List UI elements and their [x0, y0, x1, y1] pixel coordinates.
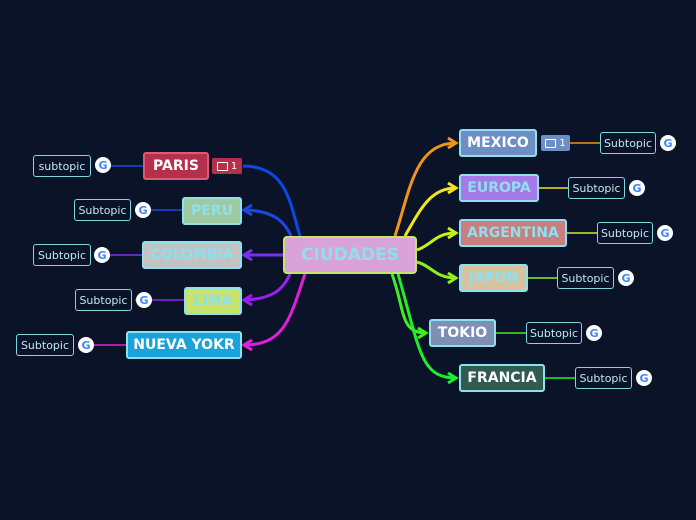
topic-francia[interactable]: FRANCIA: [459, 364, 545, 392]
comment-badge-paris[interactable]: 1: [212, 158, 242, 174]
topic-argentina-label: ARGENTINA: [467, 225, 559, 241]
topic-colombia[interactable]: COLOMBIA: [142, 241, 242, 269]
subtopic-francia[interactable]: Subtopic: [575, 367, 632, 389]
google-search-icon[interactable]: G: [629, 180, 645, 196]
central-topic[interactable]: CIUDADES: [283, 236, 417, 274]
subtopic-label: Subtopic: [79, 293, 128, 307]
topic-lima-label: LIMA: [193, 293, 233, 309]
google-search-icon[interactable]: G: [95, 157, 111, 173]
subtopic-mexico[interactable]: Subtopic: [600, 132, 656, 154]
topic-europa[interactable]: EUROPA: [459, 174, 539, 202]
subtopic-label: Subtopic: [579, 371, 628, 385]
topic-mexico[interactable]: MEXICO: [459, 129, 537, 157]
topic-nueva-yokr-label: NUEVA YOKR: [133, 337, 235, 353]
subtopic-label: Subtopic: [37, 248, 87, 262]
subtopic-nueva-yokr[interactable]: Subtopic: [16, 334, 74, 356]
topic-japon[interactable]: JAPON: [459, 264, 528, 292]
topic-europa-label: EUROPA: [467, 180, 531, 196]
google-search-icon[interactable]: G: [136, 292, 152, 308]
subtopic-label: Subtopic: [529, 326, 579, 340]
topic-peru-label: PERU: [191, 203, 233, 219]
topic-paris-label: PARIS: [153, 158, 199, 174]
topic-paris[interactable]: PARIS: [143, 152, 209, 180]
subtopic-label: Subtopic: [572, 181, 621, 195]
topic-peru[interactable]: PERU: [182, 197, 242, 225]
comment-count: 1: [230, 160, 238, 172]
subtopic-label: Subtopic: [20, 338, 70, 352]
topic-japon-label: JAPON: [468, 270, 519, 286]
subtopic-peru[interactable]: Subtopic: [74, 199, 131, 221]
google-search-icon[interactable]: G: [660, 135, 676, 151]
topic-lima[interactable]: LIMA: [184, 287, 242, 315]
comment-icon: [216, 161, 228, 171]
comment-badge-mexico[interactable]: 1: [541, 135, 570, 151]
topic-francia-label: FRANCIA: [467, 370, 537, 386]
subtopic-label: Subtopic: [561, 271, 610, 285]
google-search-icon[interactable]: G: [618, 270, 634, 286]
google-search-icon[interactable]: G: [586, 325, 602, 341]
topic-nueva-yokr[interactable]: NUEVA YOKR: [126, 331, 242, 359]
subtopic-label: Subtopic: [603, 136, 653, 150]
google-search-icon[interactable]: G: [135, 202, 151, 218]
topic-mexico-label: MEXICO: [467, 135, 529, 151]
comment-count: 1: [559, 137, 566, 149]
subtopic-argentina[interactable]: Subtopic: [597, 222, 653, 244]
subtopic-label: Subtopic: [78, 203, 127, 217]
google-search-icon[interactable]: G: [657, 225, 673, 241]
topic-tokio-label: TOKIO: [437, 325, 488, 341]
google-search-icon[interactable]: G: [78, 337, 94, 353]
subtopic-label: Subtopic: [600, 226, 650, 240]
subtopic-lima[interactable]: Subtopic: [75, 289, 132, 311]
comment-icon: [545, 138, 557, 148]
subtopic-colombia[interactable]: Subtopic: [33, 244, 91, 266]
subtopic-japon[interactable]: Subtopic: [557, 267, 614, 289]
topic-argentina[interactable]: ARGENTINA: [459, 219, 567, 247]
subtopic-paris[interactable]: subtopic: [33, 155, 91, 177]
topic-tokio[interactable]: TOKIO: [429, 319, 496, 347]
topic-colombia-label: COLOMBIA: [150, 247, 234, 263]
google-search-icon[interactable]: G: [636, 370, 652, 386]
google-search-icon[interactable]: G: [94, 247, 110, 263]
subtopic-europa[interactable]: Subtopic: [568, 177, 625, 199]
subtopic-tokio[interactable]: Subtopic: [526, 322, 582, 344]
subtopic-label: subtopic: [38, 159, 86, 173]
central-topic-label: CIUDADES: [301, 245, 399, 265]
